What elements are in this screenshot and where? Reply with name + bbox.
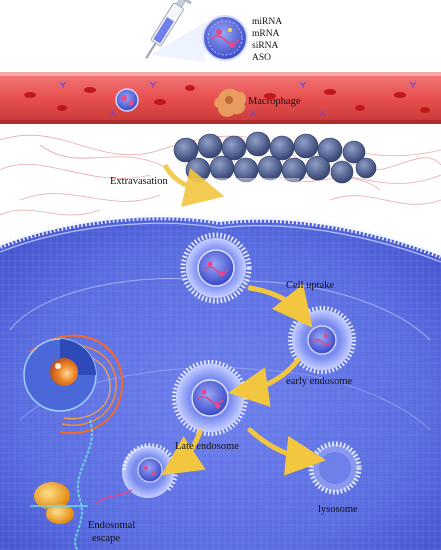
- nucleus-er-icon: [23, 334, 124, 435]
- legend-nanoparticle: [150, 15, 248, 62]
- legend-item-mirna: miRNA: [252, 17, 282, 27]
- ribosome-icon: [30, 482, 88, 524]
- blood-vessel: [0, 72, 441, 124]
- endosomal-escape-label-line1: Endosomal: [88, 520, 135, 531]
- macrophage-label: Macrophage: [248, 96, 301, 107]
- cell-uptake-label: Cell uptake: [286, 280, 334, 291]
- legend-item-sirna: siRNA: [252, 41, 279, 51]
- extravasation-label: Extravasation: [110, 176, 168, 187]
- syringe-icon: [145, 0, 192, 59]
- macrophage-icon: [214, 88, 246, 117]
- legend-list: miRNA mRNA siRNA ASO: [252, 17, 282, 63]
- early-endosome-label: early endosome: [286, 376, 353, 387]
- endosomal-escape-label-line2: escape: [92, 533, 120, 544]
- legend-item-aso: ASO: [252, 53, 271, 63]
- escape-vesicle: [95, 443, 178, 505]
- late-endosome-label: Late endosome: [175, 441, 239, 452]
- lysosome-label: lysosome: [318, 504, 358, 515]
- lysosome: [308, 441, 362, 495]
- process-arrows: [161, 283, 326, 476]
- uptake-vesicle: [180, 232, 252, 304]
- legend-item-mrna: mRNA: [252, 29, 280, 39]
- extravasation-arrow: [162, 163, 225, 207]
- mrna-strand-icon: [74, 419, 93, 550]
- nanoparticle-icon: [115, 88, 139, 112]
- tumor-cell-cluster: [173, 131, 377, 184]
